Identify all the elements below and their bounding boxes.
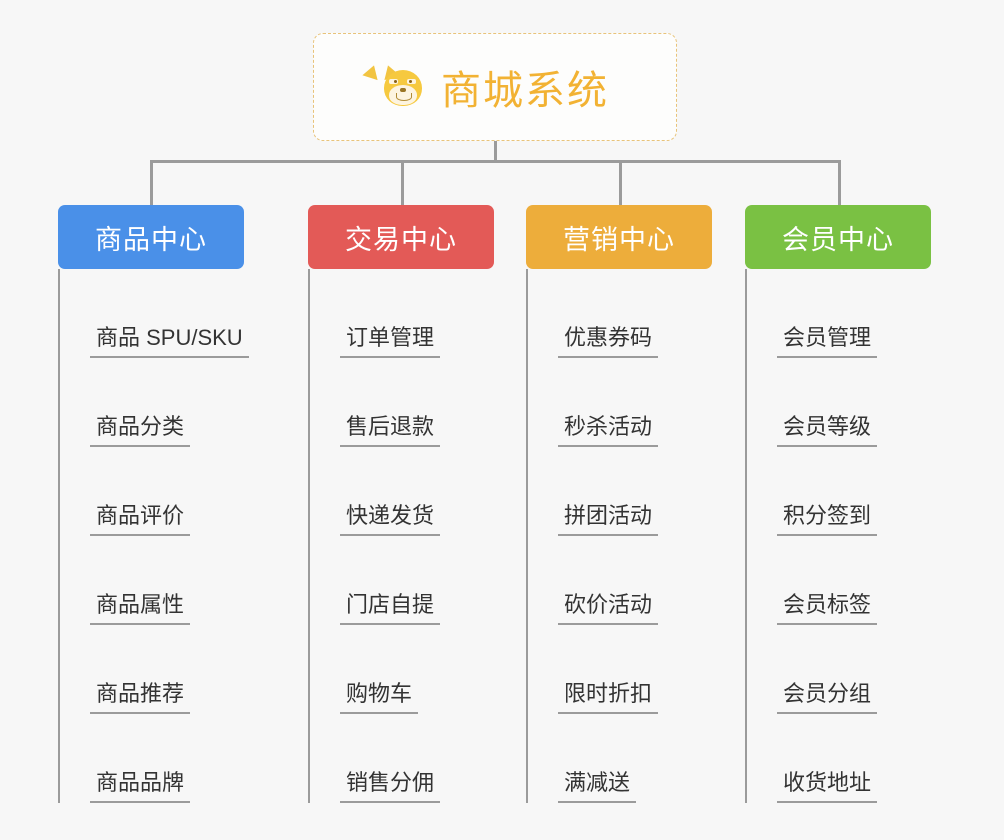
branch-item[interactable]: 优惠券码 bbox=[526, 269, 712, 358]
branch-item-label: 商品 SPU/SKU bbox=[90, 324, 249, 358]
branch-item[interactable]: 会员管理 bbox=[745, 269, 931, 358]
branch-item-label: 积分签到 bbox=[777, 502, 878, 536]
branch-item[interactable]: 商品推荐 bbox=[58, 625, 244, 714]
branch-item-label: 会员分组 bbox=[777, 680, 878, 714]
branch-item-label: 秒杀活动 bbox=[558, 413, 659, 447]
branch-item-label: 会员管理 bbox=[777, 324, 878, 358]
branch-header-label: 会员中心 bbox=[782, 224, 894, 255]
branch-item-label: 销售分佣 bbox=[340, 769, 441, 803]
branch-item[interactable]: 会员标签 bbox=[745, 536, 931, 625]
branch-item[interactable]: 收货地址 bbox=[745, 714, 931, 803]
branch-item[interactable]: 拼团活动 bbox=[526, 447, 712, 536]
branch-item[interactable]: 门店自提 bbox=[308, 536, 494, 625]
branch-item-label: 售后退款 bbox=[340, 413, 441, 447]
branch-item-label: 商品评价 bbox=[90, 502, 191, 536]
branch-item[interactable]: 会员等级 bbox=[745, 358, 931, 447]
branch-item[interactable]: 商品属性 bbox=[58, 536, 244, 625]
branch-1: 商品中心商品 SPU/SKU 商品分类商品评价商品属性商品推荐商品品牌 bbox=[58, 205, 249, 803]
branch-item-label: 商品分类 bbox=[90, 413, 191, 447]
branch-item-list-2: 订单管理售后退款快递发货门店自提购物车销售分佣 bbox=[308, 269, 494, 803]
branch-item-label: 购物车 bbox=[340, 680, 419, 714]
branch-item[interactable]: 快递发货 bbox=[308, 447, 494, 536]
branch-item-label: 砍价活动 bbox=[558, 591, 659, 625]
branch-item-label: 满减送 bbox=[558, 769, 637, 803]
branch-item-list-3: 优惠券码秒杀活动拼团活动砍价活动限时折扣满减送 bbox=[526, 269, 712, 803]
branch-header-label: 营销中心 bbox=[563, 224, 675, 255]
branch-item-label: 门店自提 bbox=[340, 591, 441, 625]
branch-header-3[interactable]: 营销中心 bbox=[526, 205, 712, 269]
branch-item-list-4: 会员管理会员等级积分签到会员标签会员分组收货地址 bbox=[745, 269, 931, 803]
branch-header-1[interactable]: 商品中心 bbox=[58, 205, 244, 269]
branch-item-list-1: 商品 SPU/SKU 商品分类商品评价商品属性商品推荐商品品牌 bbox=[58, 269, 249, 803]
connector-drop-3 bbox=[619, 160, 622, 205]
branch-item-label: 优惠券码 bbox=[558, 324, 659, 358]
branch-header-label: 交易中心 bbox=[345, 224, 457, 255]
root-title: 商城系统 bbox=[441, 69, 609, 113]
branch-item[interactable]: 商品品牌 bbox=[58, 714, 244, 803]
connector-drop-2 bbox=[401, 160, 404, 205]
branch-item-label: 商品品牌 bbox=[90, 769, 191, 803]
branch-item[interactable]: 会员分组 bbox=[745, 625, 931, 714]
root-node[interactable]: 商城系统 bbox=[313, 33, 677, 141]
branch-item-label: 拼团活动 bbox=[558, 502, 659, 536]
branch-item-label: 商品推荐 bbox=[90, 680, 191, 714]
branch-item-label: 收货地址 bbox=[777, 769, 878, 803]
connector-drop-4 bbox=[838, 160, 841, 205]
branch-item[interactable]: 销售分佣 bbox=[308, 714, 494, 803]
branch-item[interactable]: 积分签到 bbox=[745, 447, 931, 536]
connector-root-stem bbox=[494, 141, 497, 162]
branch-item[interactable]: 秒杀活动 bbox=[526, 358, 712, 447]
branch-item-label: 商品属性 bbox=[90, 591, 191, 625]
branch-item[interactable]: 商品 SPU/SKU bbox=[58, 269, 249, 358]
branch-item[interactable]: 购物车 bbox=[308, 625, 494, 714]
branch-item-label: 会员等级 bbox=[777, 413, 878, 447]
branch-4: 会员中心会员管理会员等级积分签到会员标签会员分组收货地址 bbox=[745, 205, 931, 803]
branch-2: 交易中心订单管理售后退款快递发货门店自提购物车销售分佣 bbox=[308, 205, 494, 803]
branch-item-label: 快递发货 bbox=[340, 502, 441, 536]
branch-item[interactable]: 砍价活动 bbox=[526, 536, 712, 625]
branch-item[interactable]: 订单管理 bbox=[308, 269, 494, 358]
branch-item-label: 会员标签 bbox=[777, 591, 878, 625]
connector-drop-1 bbox=[150, 160, 153, 205]
branch-item-label: 限时折扣 bbox=[558, 680, 659, 714]
branch-3: 营销中心优惠券码秒杀活动拼团活动砍价活动限时折扣满减送 bbox=[526, 205, 712, 803]
branch-header-4[interactable]: 会员中心 bbox=[745, 205, 931, 269]
shiba-inu-icon bbox=[362, 62, 427, 110]
branch-item[interactable]: 满减送 bbox=[526, 714, 712, 803]
connector-horizontal-bus bbox=[150, 160, 839, 163]
branch-item[interactable]: 限时折扣 bbox=[526, 625, 712, 714]
branch-item[interactable]: 售后退款 bbox=[308, 358, 494, 447]
branch-header-label: 商品中心 bbox=[95, 224, 207, 255]
branch-item-label: 订单管理 bbox=[340, 324, 441, 358]
branch-item[interactable]: 商品评价 bbox=[58, 447, 244, 536]
branch-header-2[interactable]: 交易中心 bbox=[308, 205, 494, 269]
branch-item[interactable]: 商品分类 bbox=[58, 358, 244, 447]
